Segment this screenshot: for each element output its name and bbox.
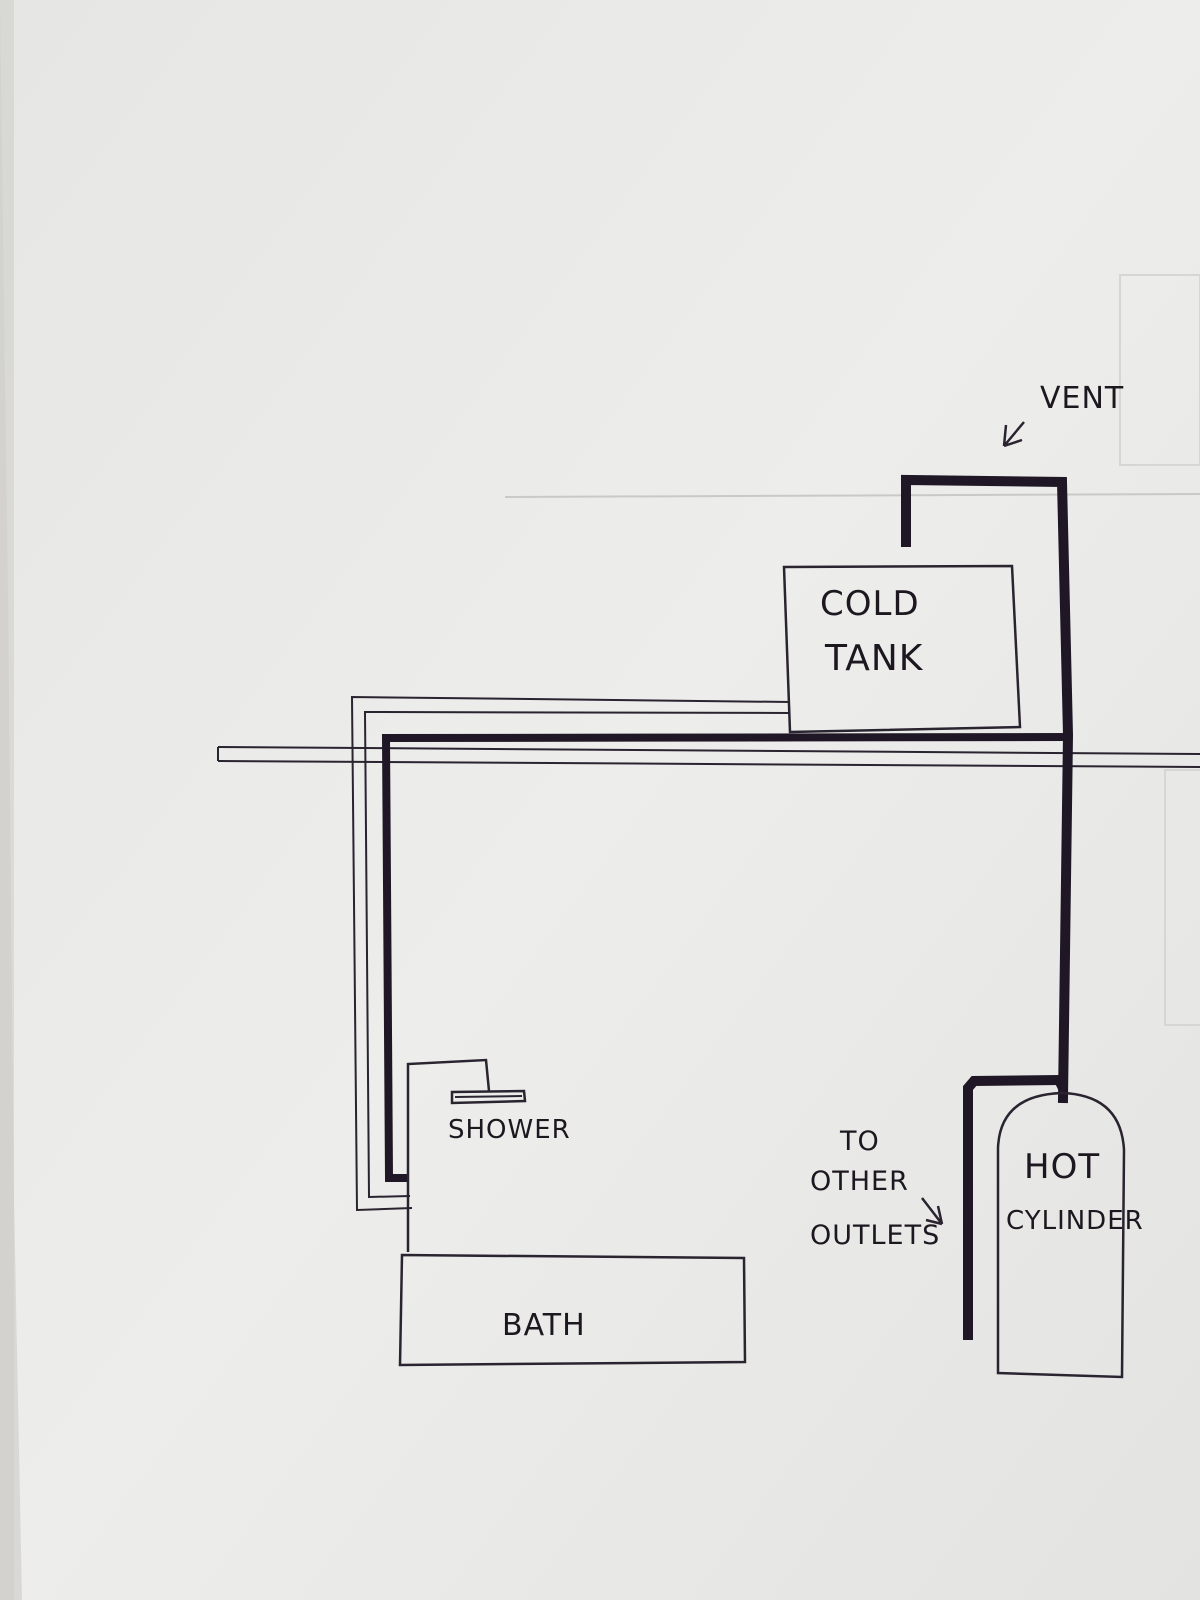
outlets-pipe — [963, 1075, 1061, 1340]
hot-cylinder: HOT CYLINDER — [996, 1091, 1144, 1379]
outlets-label-line1: TO — [839, 1126, 880, 1157]
cold-tank-label-line2: TANK — [824, 638, 924, 679]
outlets-annotation: TO OTHER OUTLETS — [810, 1126, 944, 1251]
vent-arrow-icon — [1002, 421, 1025, 448]
shower: SHOWER — [406, 1058, 571, 1252]
bath-label: BATH — [502, 1308, 586, 1343]
paper-left-edge-shadow — [0, 0, 14, 1600]
show-through-mark — [1164, 769, 1200, 1026]
cold-tank-label-line1: COLD — [820, 584, 920, 624]
hot-cylinder-label-line1: HOT — [1024, 1147, 1100, 1187]
hot-supply-pipe — [381, 474, 1074, 1182]
outlets-label-line2: OTHER — [810, 1166, 909, 1197]
show-through-mark — [1119, 274, 1200, 466]
vent-label: VENT — [1040, 381, 1124, 416]
faint-pencil-line — [504, 493, 1200, 498]
outlets-label-line3: OUTLETS — [810, 1220, 940, 1251]
shower-head-icon — [450, 1089, 527, 1105]
hot-cylinder-label-line2: CYLINDER — [1006, 1206, 1144, 1236]
ceiling-line — [217, 746, 1200, 768]
outlets-arrow-icon — [921, 1197, 944, 1226]
bath: BATH — [398, 1253, 747, 1367]
cold-tank: COLD TANK — [782, 564, 1022, 734]
cold-feed-pipe — [350, 695, 791, 1212]
shower-label: SHOWER — [448, 1115, 571, 1145]
vent-annotation: VENT — [1002, 381, 1124, 448]
